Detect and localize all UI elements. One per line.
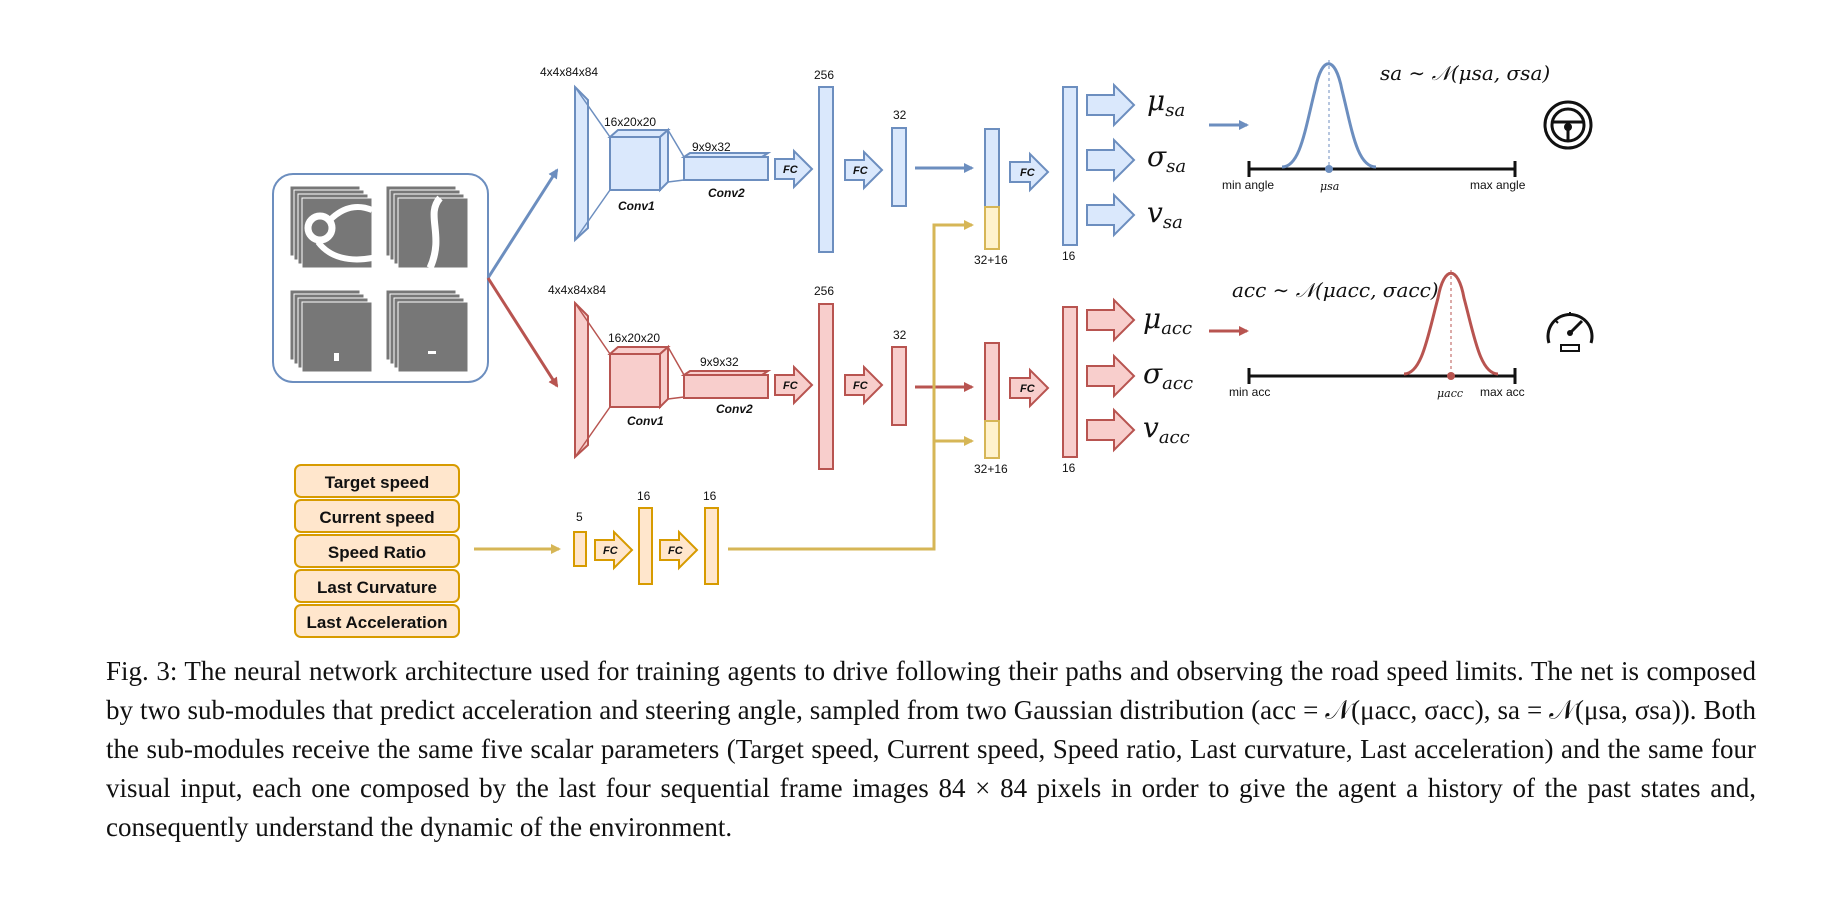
scalar-input-speed-ratio: Speed Ratio	[328, 543, 426, 562]
acc-concat-dim: 32+16	[974, 462, 1008, 476]
acc-mu-output: μacc	[1143, 302, 1192, 339]
acc-branch: 4x4x84x84 16x20x20 Conv1 9x9x32 Conv2 FC…	[548, 270, 1594, 476]
steer-branch: 4x4x84x84 16x20x20 Conv1 9x9x32 Conv2 FC…	[540, 60, 1593, 267]
frame-stack-3	[289, 289, 373, 373]
scalar-input-last-acceleration: Last Acceleration	[306, 613, 447, 632]
scalar-fc-2: FC	[668, 545, 684, 557]
frame-stack-2	[385, 185, 469, 270]
frame-stack-4	[385, 289, 469, 373]
steer-axis-mu: μsa	[1320, 180, 1339, 193]
steer-dense2-dim: 32	[893, 108, 907, 122]
acc-input-dim: 4x4x84x84	[548, 283, 606, 297]
steer-conv1-dim: 16x20x20	[604, 115, 656, 129]
acc-axis-min: min acc	[1229, 385, 1270, 399]
scalar-input-target-speed: Target speed	[325, 473, 430, 492]
steer-value-output: vsa	[1147, 196, 1183, 233]
architecture-diagram: 4x4x84x84 16x20x20 Conv1 9x9x32 Conv2 FC…	[272, 60, 1594, 638]
acc-conv2-dim: 9x9x32	[700, 355, 739, 369]
acc-conv2-label: Conv2	[716, 402, 753, 416]
steer-mu-output: μsa	[1147, 84, 1185, 121]
acc-axis-max: max acc	[1480, 385, 1525, 399]
acc-out-dim: 16	[1062, 461, 1076, 475]
visual-input-panel	[272, 173, 489, 383]
steer-conv2-label: Conv2	[708, 186, 745, 200]
arrow-to-steer-branch	[486, 168, 559, 279]
scalar-input-last-curvature: Last Curvature	[317, 578, 437, 597]
acc-dense2-dim: 32	[893, 328, 907, 342]
steer-axis-max: max angle	[1470, 178, 1526, 192]
acc-value-output: vacc	[1143, 411, 1190, 448]
arrow-to-acc-branch	[486, 277, 559, 388]
steer-dist-formula: sa ∼ 𝒩(μsa, σsa)	[1380, 61, 1550, 85]
steer-fc-2: FC	[853, 165, 869, 177]
steer-conv1-label: Conv1	[618, 199, 655, 213]
scalar-in-dim: 5	[576, 510, 583, 524]
scalar-input-list: Target speed Current speed Speed Ratio L…	[294, 464, 460, 638]
steer-fc-1: FC	[783, 164, 799, 176]
steer-axis-min: min angle	[1222, 178, 1274, 192]
steer-concat-dim: 32+16	[974, 253, 1008, 267]
steering-wheel-icon	[1543, 100, 1593, 150]
acc-dense1-dim: 256	[814, 284, 834, 298]
acc-dist-formula: acc ∼ 𝒩(μacc, σacc)	[1232, 278, 1439, 302]
speedometer-icon	[1546, 312, 1594, 352]
steer-fc-3: FC	[1020, 167, 1036, 179]
scalar-h2-dim: 16	[703, 489, 717, 503]
steer-conv2-dim: 9x9x32	[692, 140, 731, 154]
scalar-input-current-speed: Current speed	[319, 508, 434, 527]
acc-axis-mu: μacc	[1437, 387, 1463, 400]
scalar-h1-dim: 16	[637, 489, 651, 503]
frame-stack-1	[289, 185, 374, 269]
steer-sigma-output: σsa	[1147, 140, 1186, 177]
acc-fc-2: FC	[853, 380, 869, 392]
figure-caption: Fig. 3: The neural network architecture …	[106, 656, 1756, 842]
acc-fc-3: FC	[1020, 383, 1036, 395]
steer-out-dim: 16	[1062, 249, 1076, 263]
steer-dense1-dim: 256	[814, 68, 834, 82]
steer-input-dim: 4x4x84x84	[540, 65, 598, 79]
scalar-fc-1: FC	[603, 545, 619, 557]
acc-sigma-output: σacc	[1143, 357, 1193, 394]
scalar-branch: Target speed Current speed Speed Ratio L…	[294, 220, 974, 638]
acc-conv1-label: Conv1	[627, 414, 664, 428]
acc-fc-1: FC	[783, 380, 799, 392]
acc-conv1-dim: 16x20x20	[608, 331, 660, 345]
